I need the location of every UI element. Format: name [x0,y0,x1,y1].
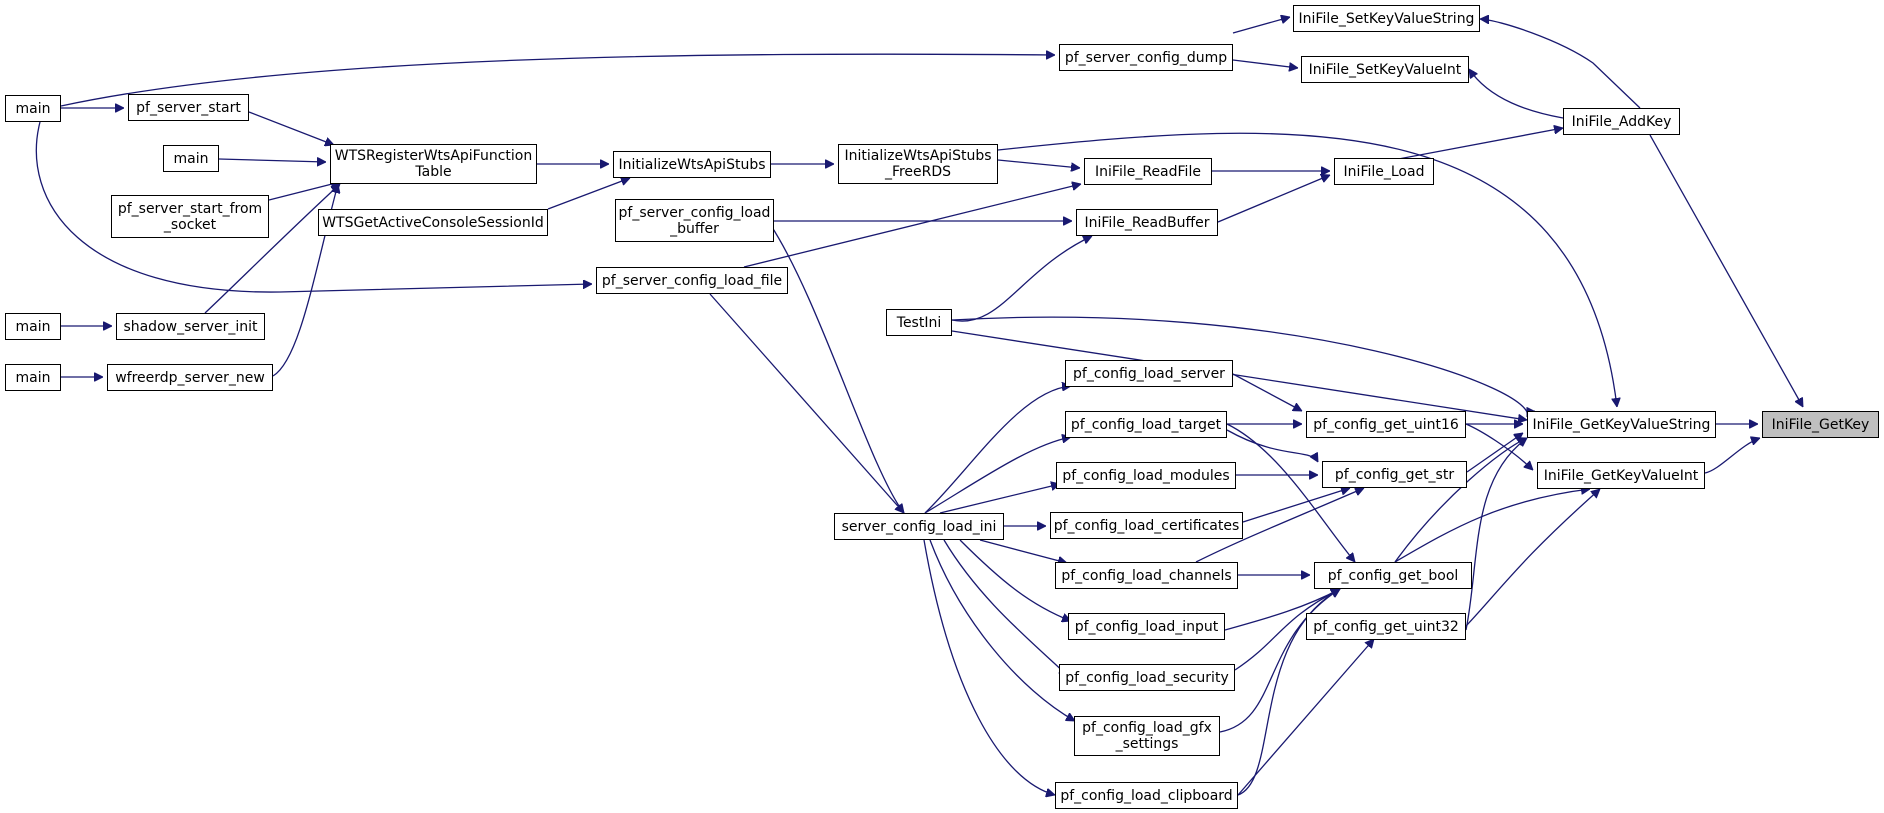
function-node-main1[interactable]: main [5,95,61,122]
function-node-setkvs[interactable]: IniFile_SetKeyValueString [1293,5,1480,32]
call-edge [1195,488,1364,563]
function-node-loadcerts[interactable]: pf_config_load_certificates [1050,512,1243,539]
function-node-loadchannels[interactable]: pf_config_load_channels [1055,562,1238,589]
call-edge [204,184,340,314]
function-node-getbool[interactable]: pf_config_get_bool [1314,562,1472,589]
call-edge [1649,134,1804,407]
call-edge [924,437,1071,514]
call-edge [709,293,904,513]
call-edge [547,178,630,210]
function-node-addkey[interactable]: IniFile_AddKey [1563,108,1680,135]
call-edge [1704,438,1760,474]
call-edge [1394,438,1527,563]
call-edge [951,330,1527,420]
call-edge [939,484,1060,514]
call-edge [1226,429,1319,462]
call-edge [35,121,592,293]
call-edge [1217,175,1330,223]
function-node-loadsecurity[interactable]: pf_config_load_security [1059,664,1235,691]
function-node-pfstartsock[interactable]: pf_server_start_from _socket [111,195,269,238]
function-node-scli[interactable]: server_config_load_ini [834,513,1004,540]
function-node-loadinput[interactable]: pf_config_load_input [1068,613,1225,640]
function-node-loadserver[interactable]: pf_config_load_server [1065,360,1233,387]
call-edge [1232,59,1298,68]
call-edge [1237,639,1374,796]
call-edge [1480,19,1641,109]
call-edge [959,539,1071,621]
call-edge [60,54,1055,107]
function-node-uint16[interactable]: pf_config_get_uint16 [1306,411,1466,438]
function-node-main2[interactable]: main [163,145,219,172]
function-node-uint32[interactable]: pf_config_get_uint32 [1306,613,1466,640]
function-node-loadtarget[interactable]: pf_config_load_target [1065,411,1227,438]
function-node-readfile[interactable]: IniFile_ReadFile [1084,158,1212,185]
function-node-getkvi[interactable]: IniFile_GetKeyValueInt [1537,462,1705,489]
call-edge [1242,488,1350,523]
call-edge [1466,433,1523,473]
call-edge [1226,423,1355,562]
function-node-wfree[interactable]: wfreerdp_server_new [107,364,273,391]
function-node-dump[interactable]: pf_server_config_dump [1059,44,1233,71]
call-edge [1232,17,1290,34]
function-node-loadbuf[interactable]: pf_server_config_load _buffer [615,199,774,242]
function-node-testini[interactable]: TestIni [886,309,952,336]
call-edge [1465,423,1533,470]
call-edge [929,539,1075,722]
function-node-shadow[interactable]: shadow_server_init [116,313,265,340]
function-node-readbuf[interactable]: IniFile_ReadBuffer [1076,209,1218,236]
call-edge [951,236,1092,322]
function-node-getstr[interactable]: pf_config_get_str [1322,461,1467,488]
function-node-iwsfree[interactable]: InitializeWtsApiStubs _FreeRDS [838,144,998,184]
function-node-loadclip[interactable]: pf_config_load_clipboard [1055,782,1238,809]
call-edge [743,184,1081,268]
call-edge [1232,373,1302,412]
function-node-main4[interactable]: main [5,364,61,391]
function-node-getkvs[interactable]: IniFile_GetKeyValueString [1527,411,1716,438]
call-edge [1394,489,1590,563]
call-edge [1465,438,1527,631]
function-node-setkvi[interactable]: IniFile_SetKeyValueInt [1301,56,1469,83]
function-node-loadfile[interactable]: pf_server_config_load_file [596,267,788,294]
function-node-main3[interactable]: main [5,313,61,340]
function-node-iws[interactable]: InitializeWtsApiStubs [613,151,771,178]
function-node-wtsreg[interactable]: WTSRegisterWtsApiFunction Table [330,144,537,184]
function-node-load[interactable]: IniFile_Load [1334,158,1434,185]
call-edge [1469,69,1564,119]
call-edge [979,539,1067,563]
call-edge [1219,588,1340,733]
call-edge [943,539,1068,676]
call-edge [1234,588,1340,671]
call-edge [997,132,1617,407]
call-edge [997,159,1080,168]
call-edge [1465,489,1600,627]
function-node-getkey: IniFile_GetKey [1762,411,1879,438]
function-node-pfstart[interactable]: pf_server_start [128,94,249,121]
call-edge [268,182,340,201]
function-node-loadmodules[interactable]: pf_config_load_modules [1056,462,1236,489]
call-edge [923,539,1055,795]
call-edge [951,316,1528,417]
call-edge [924,386,1071,514]
function-node-wtsget[interactable]: WTSGetActiveConsoleSessionId [318,209,548,236]
call-edge [248,111,334,145]
call-edge [218,159,326,162]
function-node-loadgfx[interactable]: pf_config_load_gfx _settings [1074,716,1220,756]
call-edge [769,223,904,513]
call-edge [1237,588,1340,796]
